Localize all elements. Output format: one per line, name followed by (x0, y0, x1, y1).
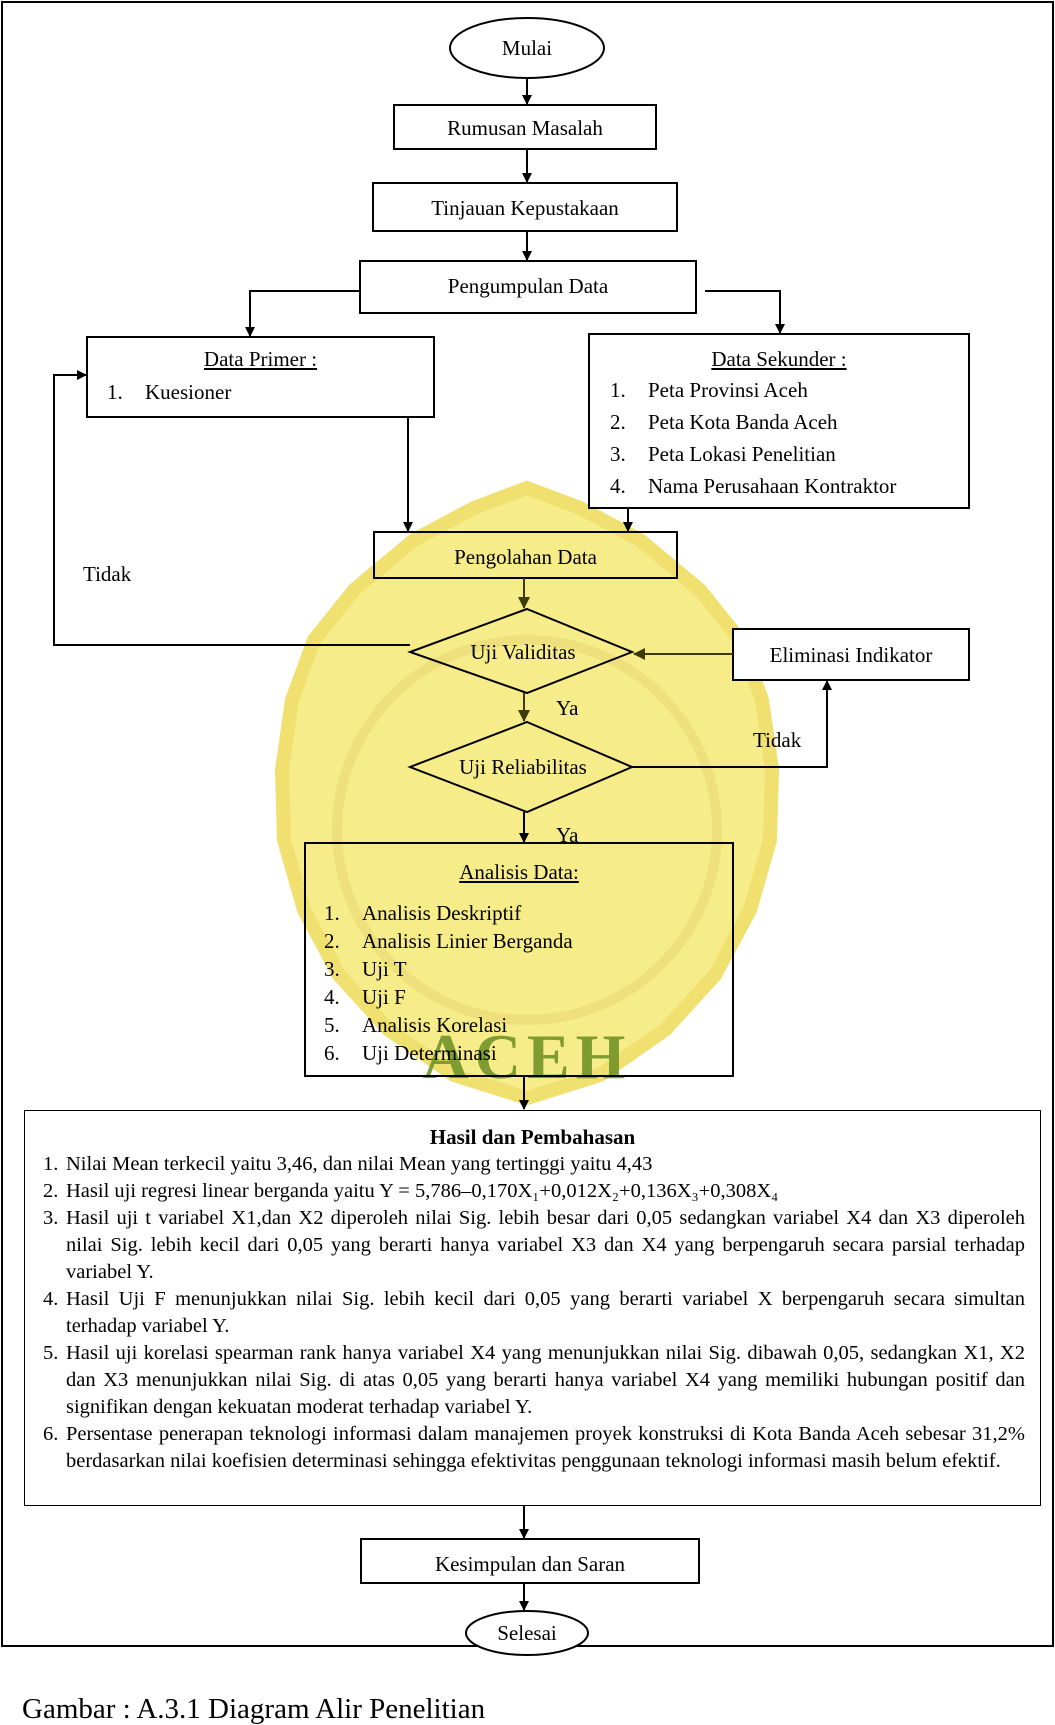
figure-caption: Gambar : A.3.1 Diagram Alir Penelitian (22, 1693, 486, 1725)
sekunder-box (588, 333, 970, 509)
primer-item: 1.Kuesioner (107, 380, 232, 404)
kesimpulan-label: Kesimpulan dan Saran (434, 1552, 626, 1576)
analisis-item: 2.Analisis Linier Berganda (324, 929, 573, 953)
ya-label-2: Ya (556, 823, 579, 847)
start-label: Mulai (501, 36, 553, 60)
primer-title: Data Primer : (203, 347, 318, 371)
sekunder-item: 2.Peta Kota Banda Aceh (610, 410, 838, 434)
end-terminal (465, 1610, 589, 1656)
validitas-label: Uji Validitas (470, 640, 576, 664)
arrow-pengumpulan-primer (245, 290, 360, 337)
rumusan-box (393, 104, 657, 150)
pengumpulan-box (359, 260, 697, 314)
sekunder-list: 1.Peta Provinsi Aceh 2.Peta Kota Banda A… (610, 374, 896, 502)
reliabilitas-decision (407, 720, 635, 814)
hasil-item: 2.Hasil uji regresi linear berganda yait… (43, 1180, 779, 1202)
end-label: Selesai (497, 1621, 557, 1645)
hasil-item: 5.Hasil uji korelasi spearman rank hanya… (43, 1342, 1025, 1418)
pengolahan-label: Pengolahan Data (454, 545, 597, 569)
rumusan-label: Rumusan Masalah (447, 116, 603, 140)
eliminasi-label: Eliminasi Indikator (769, 643, 933, 667)
kesimpulan-box (360, 1538, 700, 1584)
analisis-box (304, 842, 734, 1077)
analisis-item: 4.Uji F (324, 985, 406, 1009)
hasil-item: 6.Persentase penerapan teknologi informa… (43, 1423, 1025, 1472)
tinjauan-box (372, 182, 678, 232)
arrow-pengumpulan-sekunder (705, 290, 785, 334)
reliabilitas-label: Uji Reliabilitas (459, 755, 587, 779)
ya-label-1: Ya (556, 696, 579, 720)
hasil-item: 4.Hasil Uji F menunjukkan nilai Sig. leb… (43, 1288, 1025, 1337)
hasil-title: Hasil dan Pembahasan (429, 1125, 636, 1149)
hasil-list: 1.Nilai Mean terkecil yaitu 3,46, dan ni… (43, 1151, 1025, 1475)
arrow-reliabilitas-tidak-eliminasi (632, 680, 832, 768)
validitas-decision (407, 607, 635, 695)
analisis-title: Analisis Data: (459, 860, 579, 884)
hasil-box: Hasil dan Pembahasan 1.Nilai Mean terkec… (24, 1110, 1041, 1506)
tinjauan-label: Tinjauan Kepustakaan (431, 196, 619, 220)
sekunder-item: 4.Nama Perusahaan Kontraktor (610, 474, 897, 498)
analisis-item: 6.Uji Determinasi (324, 1041, 497, 1065)
sekunder-item: 3.Peta Lokasi Penelitian (610, 442, 836, 466)
primer-list: 1.Kuesioner (107, 379, 231, 405)
tidak-right-label: Tidak (753, 728, 802, 752)
arrow-validitas-tidak-primer (53, 370, 410, 646)
analisis-list: 1.Analisis Deskriptif 2.Analisis Linier … (324, 899, 573, 1067)
analisis-item: 1.Analisis Deskriptif (324, 901, 522, 925)
pengumpulan-label: Pengumpulan Data (447, 274, 609, 298)
analisis-item: 5.Analisis Korelasi (324, 1013, 508, 1037)
pengolahan-box (373, 531, 678, 579)
eliminasi-box (732, 628, 970, 681)
analisis-item: 3.Uji T (324, 957, 407, 981)
hasil-item: 3.Hasil uji t variabel X1,dan X2 diperol… (43, 1207, 1025, 1283)
sekunder-item: 1.Peta Provinsi Aceh (610, 378, 808, 402)
primer-box (86, 336, 435, 418)
tidak-left-label: Tidak (83, 562, 132, 586)
sekunder-title: Data Sekunder : (711, 347, 847, 371)
hasil-item: 1.Nilai Mean terkecil yaitu 3,46, dan ni… (43, 1153, 653, 1175)
watermark-inner-ring (332, 635, 722, 1025)
